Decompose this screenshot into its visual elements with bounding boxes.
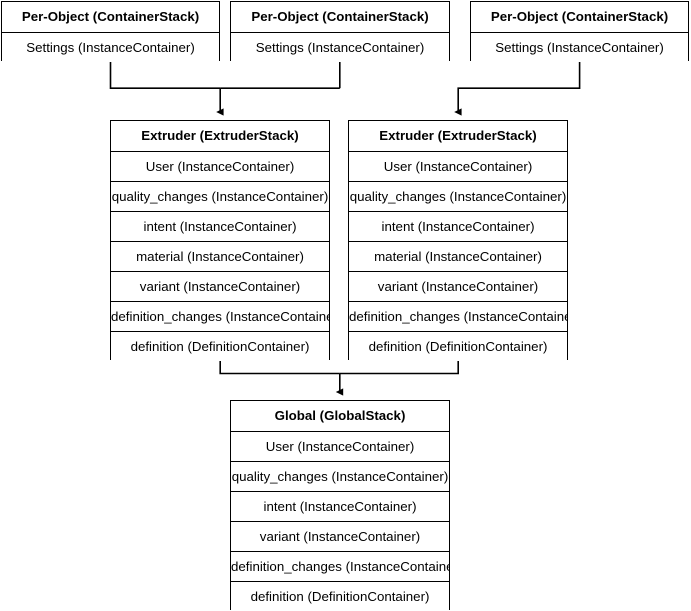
- extruder-stack-2-header: Extruder (ExtruderStack): [349, 121, 567, 151]
- connector-extruder-1-to-global: [219, 360, 340, 375]
- extruder-stack-2-row-user: User (InstanceContainer): [349, 151, 567, 181]
- connector-per-object-1-to-extruder-1: [109, 60, 221, 89]
- connector-per-object-3-to-extruder-2: [454, 60, 581, 116]
- per-object-stack-1-header: Per-Object (ContainerStack): [2, 2, 219, 32]
- global-stack-header: Global (GlobalStack): [231, 401, 449, 431]
- global-stack-row-variant: variant (InstanceContainer): [231, 521, 449, 551]
- extruder-stack-1-row-intent: intent (InstanceContainer): [111, 211, 329, 241]
- extruder-stack-1-row-definition: definition (DefinitionContainer): [111, 331, 329, 361]
- global-stack-row-user: User (InstanceContainer): [231, 431, 449, 461]
- per-object-stack-2[interactable]: Per-Object (ContainerStack) Settings (In…: [230, 1, 450, 62]
- per-object-stack-3-row-settings: Settings (InstanceContainer): [471, 32, 688, 62]
- global-stack-row-definition: definition (DefinitionContainer): [231, 581, 449, 611]
- connector-extruder-2-to-global: [339, 360, 459, 375]
- per-object-stack-2-row-settings: Settings (InstanceContainer): [231, 32, 449, 62]
- extruder-stack-2-row-variant: variant (InstanceContainer): [349, 271, 567, 301]
- extruder-stack-2[interactable]: Extruder (ExtruderStack) User (InstanceC…: [348, 120, 568, 361]
- connector-per-object-2-to-extruder-1: [220, 60, 341, 89]
- per-object-stack-3[interactable]: Per-Object (ContainerStack) Settings (In…: [470, 1, 689, 62]
- extruder-stack-2-row-intent: intent (InstanceContainer): [349, 211, 567, 241]
- extruder-stack-2-row-definition-changes: definition_changes (InstanceContainer): [349, 301, 567, 331]
- extruder-stack-1-row-definition-changes: definition_changes (InstanceContainer): [111, 301, 329, 331]
- per-object-stack-2-header: Per-Object (ContainerStack): [231, 2, 449, 32]
- extruder-stack-1-row-material: material (InstanceContainer): [111, 241, 329, 271]
- extruder-stack-2-row-quality-changes: quality_changes (InstanceContainer): [349, 181, 567, 211]
- extruder-stack-1-row-user: User (InstanceContainer): [111, 151, 329, 181]
- extruder-stack-1-header: Extruder (ExtruderStack): [111, 121, 329, 151]
- per-object-stack-3-header: Per-Object (ContainerStack): [471, 2, 688, 32]
- extruder-stack-2-row-definition: definition (DefinitionContainer): [349, 331, 567, 361]
- global-stack-row-definition-changes: definition_changes (InstanceContainer): [231, 551, 449, 581]
- global-stack-row-quality-changes: quality_changes (InstanceContainer): [231, 461, 449, 491]
- per-object-stack-1[interactable]: Per-Object (ContainerStack) Settings (In…: [1, 1, 220, 62]
- extruder-stack-2-row-material: material (InstanceContainer): [349, 241, 567, 271]
- per-object-stack-1-row-settings: Settings (InstanceContainer): [2, 32, 219, 62]
- extruder-stack-1-row-quality-changes: quality_changes (InstanceContainer): [111, 181, 329, 211]
- global-stack-row-intent: intent (InstanceContainer): [231, 491, 449, 521]
- extruder-stack-1-row-variant: variant (InstanceContainer): [111, 271, 329, 301]
- global-stack[interactable]: Global (GlobalStack) User (InstanceConta…: [230, 400, 450, 611]
- extruder-stack-1[interactable]: Extruder (ExtruderStack) User (InstanceC…: [110, 120, 330, 361]
